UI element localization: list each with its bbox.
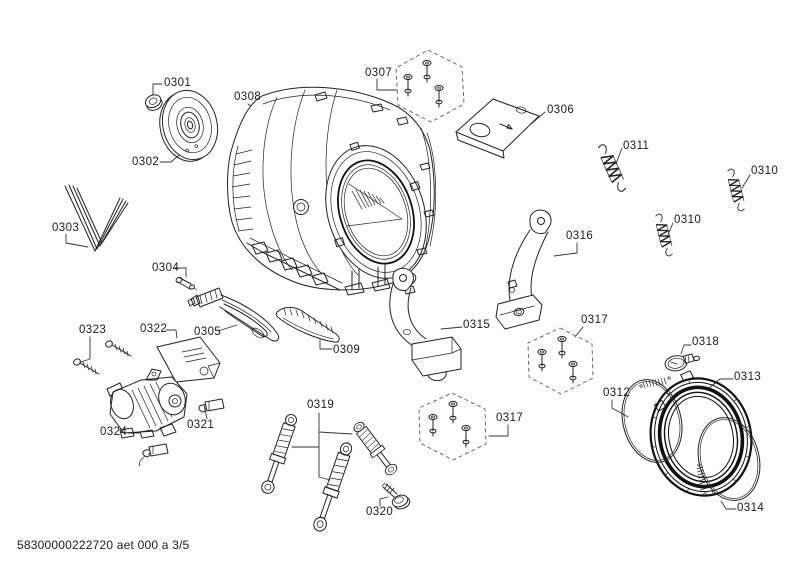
counterweight-lid-drawing: [455, 98, 540, 159]
drive-pulley-drawing: [159, 89, 219, 162]
part-label-0317-upper: 0317: [581, 314, 609, 326]
part-label-0302: 0302: [132, 156, 160, 168]
part-label-0318: 0318: [692, 336, 720, 348]
motor-screws-drawing: [73, 340, 132, 375]
part-label-0320: 0320: [366, 506, 394, 518]
part-label-0308: 0308: [234, 91, 262, 103]
part-label-0321: 0321: [187, 419, 215, 431]
part-label-0322: 0322: [140, 323, 168, 335]
door-seal-ring-0314-drawing: [696, 417, 761, 501]
fastening-screw-drawing: [381, 482, 411, 510]
part-label-0307: 0307: [365, 67, 393, 79]
shaft-seal-drawing: [144, 94, 163, 111]
part-label-0313: 0313: [734, 371, 762, 383]
screw-set-0307-drawing: [395, 49, 465, 123]
part-label-0312: 0312: [603, 387, 631, 399]
part-label-0311: 0311: [623, 140, 650, 152]
hose-clamp-drawing: [664, 353, 701, 372]
document-number: 58300000222720 aet 000 a 3/5: [17, 538, 190, 552]
suspension-spring-0310-lower-drawing: [653, 212, 675, 258]
part-label-0316: 0316: [566, 230, 594, 242]
door-seal-ring-0312-drawing: [621, 376, 683, 463]
screw-set-0317-upper-drawing: [527, 327, 594, 395]
suspension-spring-0310-upper-drawing: [725, 167, 747, 213]
instruction-sheet-drawing: [156, 336, 221, 383]
part-label-0310-upper: 0310: [751, 165, 779, 177]
part-label-0319: 0319: [307, 399, 335, 411]
part-label-0323: 0323: [79, 324, 107, 336]
part-label-0303: 0303: [52, 222, 80, 234]
screw-set-0317-lower-drawing: [418, 392, 487, 461]
part-label-0305: 0305: [194, 326, 222, 338]
part-label-0306: 0306: [547, 104, 575, 116]
drum-paddle-drawing: [275, 306, 340, 343]
part-label-0304: 0304: [152, 262, 180, 274]
fastening-pin-drawing: [175, 276, 198, 291]
cable-connectors-drawing: [138, 398, 225, 467]
drive-belt-drawing: [64, 184, 129, 252]
part-label-0317-lower: 0317: [496, 412, 524, 424]
heating-element-drawing: [187, 287, 280, 342]
part-label-0314: 0314: [737, 502, 765, 514]
tub-drum-assembly-drawing: [227, 86, 437, 296]
part-label-0301: 0301: [164, 77, 192, 89]
part-label-0310-lower: 0310: [674, 214, 702, 226]
part-label-0315: 0315: [463, 319, 491, 331]
damper-bracket-0316-drawing: [495, 209, 552, 330]
damper-bracket-0315-drawing: [389, 267, 462, 382]
part-label-0324: 0324: [100, 426, 128, 438]
drive-motor-drawing: [106, 368, 188, 439]
part-label-0309: 0309: [333, 344, 361, 356]
